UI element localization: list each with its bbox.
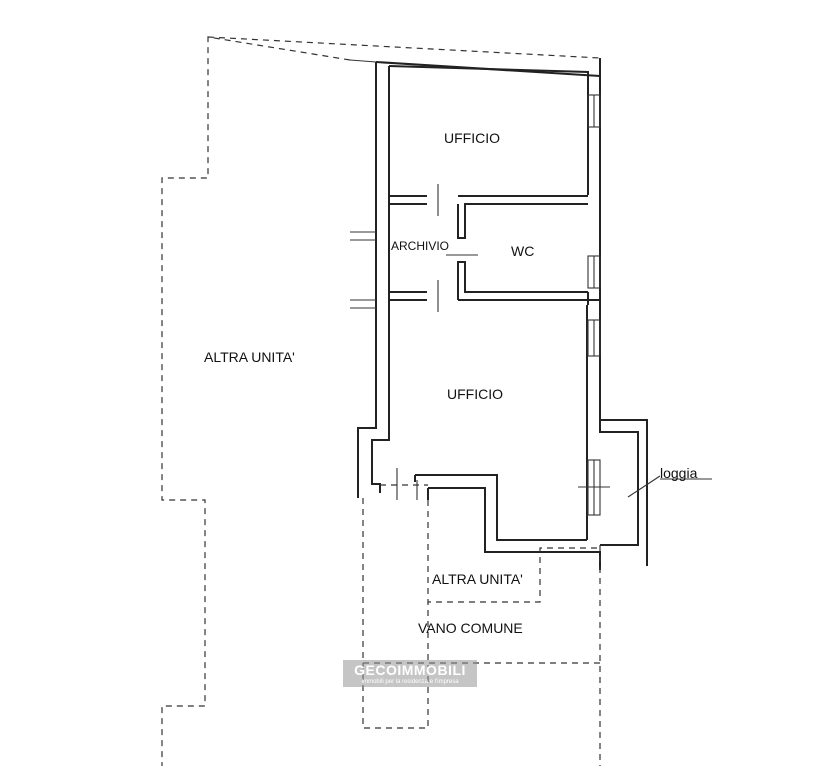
interior-walls: [389, 184, 600, 312]
loggia-structure: [599, 420, 712, 546]
room-label-loggia: loggia: [660, 465, 698, 481]
altra-unita-left-outline: [161, 36, 601, 766]
room-label-archivio: ARCHIVIO: [391, 239, 449, 253]
room-label-ufficio-bottom: UFFICIO: [447, 386, 503, 402]
room-label-vano-comune: VANO COMUNE: [418, 620, 523, 636]
room-label-altra-unita-left: ALTRA UNITA': [204, 349, 295, 365]
entrance-door: [380, 468, 428, 500]
windows: [578, 94, 610, 516]
room-label-ufficio-top: UFFICIO: [444, 130, 500, 146]
watermark-title: GECOIMMOBILI: [354, 662, 466, 678]
room-label-wc: WC: [511, 243, 534, 259]
room-label-altra-unita-bottom: ALTRA UNITA': [432, 571, 523, 587]
agency-watermark: GECOIMMOBILI Immobili per la residenza e…: [343, 660, 477, 687]
wall-stubs: [349, 59, 377, 309]
exterior-walls: [357, 58, 648, 570]
watermark-subtitle: Immobili per la residenza e l'impresa: [361, 679, 459, 685]
